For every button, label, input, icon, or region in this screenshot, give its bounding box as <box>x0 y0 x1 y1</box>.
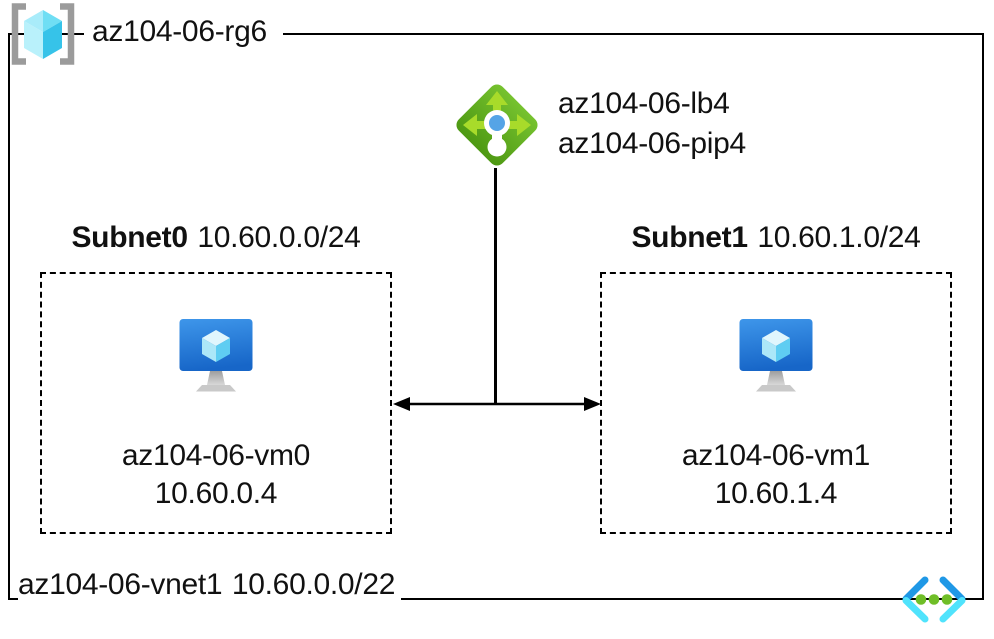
resource-group-icon <box>11 3 75 65</box>
subnet0-cidr: 10.60.0.0/24 <box>197 221 361 254</box>
subnet1-name: Subnet1 <box>631 221 748 254</box>
load-balancer-name: az104-06-lb4 <box>558 87 730 120</box>
lb-connector-line <box>494 168 497 404</box>
vm1-icon <box>739 319 813 392</box>
vm1-label: az104-06-vm1 10.60.1.4 <box>600 437 952 513</box>
subnet0-boundary <box>40 272 392 534</box>
subnet1-label: Subnet1 10.60.1.0/24 <box>600 218 952 258</box>
virtual-network-icon <box>902 576 966 623</box>
subnet0-name: Subnet0 <box>71 221 188 254</box>
vm1-ip: 10.60.1.4 <box>714 477 838 510</box>
vm0-icon <box>179 319 253 392</box>
resource-group-boundary <box>8 33 984 600</box>
vm0-ip: 10.60.0.4 <box>154 477 278 510</box>
vm0-label: az104-06-vm0 10.60.0.4 <box>40 437 392 513</box>
resource-group-label: az104-06-rg6 <box>84 13 283 52</box>
resource-group-name: az104-06-rg6 <box>92 15 267 49</box>
subnet1-cidr: 10.60.1.0/24 <box>757 221 921 254</box>
subnet1-boundary <box>600 272 952 534</box>
vm0-name: az104-06-vm0 <box>121 439 311 472</box>
vnet-cidr: 10.60.0.0/22 <box>231 568 396 601</box>
vm1-name: az104-06-vm1 <box>681 439 871 472</box>
load-balancer-icon <box>456 84 538 166</box>
public-ip-name: az104-06-pip4 <box>558 127 746 160</box>
bidirectional-arrow <box>393 397 601 411</box>
vnet-name: az104-06-vnet1 <box>18 568 223 601</box>
subnet0-label: Subnet0 10.60.0.0/24 <box>40 218 392 258</box>
load-balancer-labels: az104-06-lb4 az104-06-pip4 <box>558 84 746 164</box>
